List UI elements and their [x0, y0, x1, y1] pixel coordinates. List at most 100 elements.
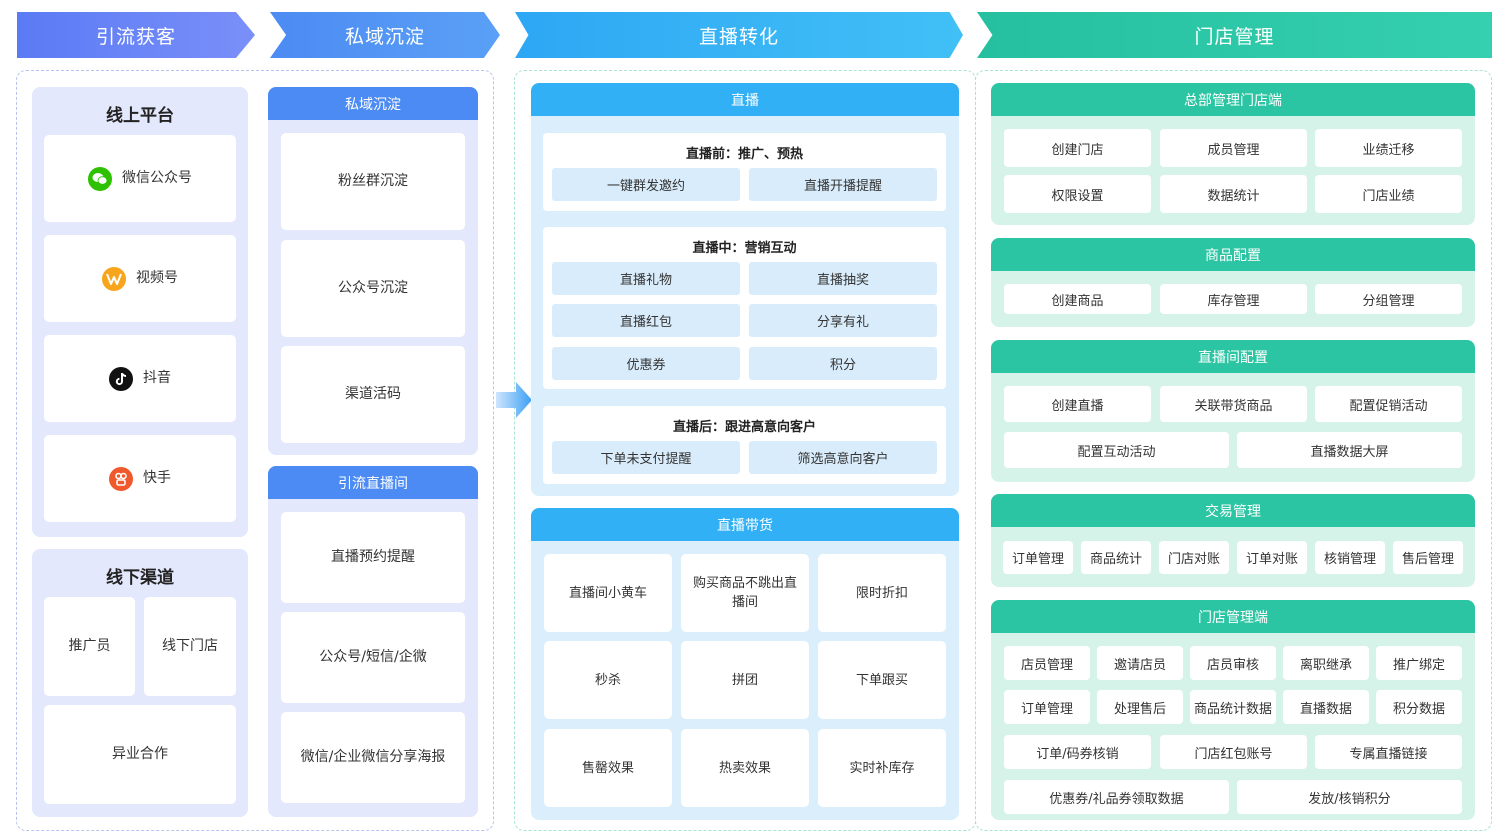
chip-label: 下单未支付提醒 [600, 452, 692, 467]
sales-item-label: 购买商品不跳出直播间 [693, 576, 798, 610]
live-chip[interactable]: 筛选高意向客户 [749, 441, 937, 474]
store-item[interactable]: 推广绑定 [1376, 646, 1462, 680]
guide-item[interactable]: 直播预约提醒 [281, 512, 465, 603]
store-item[interactable]: 积分数据 [1376, 690, 1462, 724]
trade-item-label: 门店对账 [1167, 552, 1220, 567]
store-item[interactable]: 专属直播链接 [1315, 735, 1462, 769]
store-item[interactable]: 门店红包账号 [1160, 735, 1307, 769]
store-item[interactable]: 订单管理 [1004, 690, 1090, 724]
store-item[interactable]: 发放/核销积分 [1237, 780, 1462, 814]
platform-douyin[interactable]: 抖音 [44, 335, 236, 422]
room-item[interactable]: 配置互动活动 [1004, 432, 1229, 468]
goods-panel: 商品配置 创建商品 库存管理 分组管理 [991, 238, 1475, 327]
guide-live-title: 引流直播间 [268, 466, 478, 499]
trade-title: 交易管理 [991, 494, 1475, 527]
sales-item[interactable]: 购买商品不跳出直播间 [681, 554, 809, 632]
room-item-label: 配置互动活动 [1077, 444, 1156, 460]
store-item[interactable]: 店员审核 [1190, 646, 1276, 680]
platform-label: 视频号 [136, 270, 178, 286]
hq-item[interactable]: 权限设置 [1004, 175, 1151, 213]
live-sales-panel: 直播带货 直播间小黄车 购买商品不跳出直播间 限时折扣 秒杀 拼团 下单跟买 售… [531, 508, 959, 820]
hq-item[interactable]: 创建门店 [1004, 129, 1151, 167]
platform-kuaishou[interactable]: 快手 [44, 435, 236, 522]
sales-item-label: 拼团 [731, 672, 758, 688]
sales-item[interactable]: 热卖效果 [681, 729, 809, 807]
sales-item[interactable]: 售罄效果 [544, 729, 672, 807]
private-item[interactable]: 渠道活码 [281, 346, 465, 443]
room-item[interactable]: 直播数据大屏 [1237, 432, 1462, 468]
sales-item[interactable]: 秒杀 [544, 641, 672, 719]
store-item-label: 门店红包账号 [1194, 746, 1273, 762]
header-store-management: 门店管理 [977, 12, 1492, 58]
sales-item[interactable]: 下单跟买 [818, 641, 946, 719]
trade-item[interactable]: 订单对账 [1237, 541, 1307, 574]
room-item[interactable]: 关联带货商品 [1160, 386, 1307, 422]
live-chip[interactable]: 直播红包 [552, 304, 740, 337]
trade-item[interactable]: 售后管理 [1393, 541, 1463, 574]
channel-cross-industry[interactable]: 异业合作 [44, 705, 236, 804]
live-chip[interactable]: 一键群发邀约 [552, 168, 740, 201]
goods-item[interactable]: 创建商品 [1004, 284, 1151, 314]
store-item[interactable]: 直播数据 [1283, 690, 1369, 724]
platform-channels[interactable]: 视频号 [44, 235, 236, 322]
guide-live-panel: 引流直播间 直播预约提醒 公众号/短信/企微 微信/企业微信分享海报 [268, 466, 478, 817]
hq-item-label: 数据统计 [1207, 188, 1260, 204]
live-chip[interactable]: 下单未支付提醒 [552, 441, 740, 474]
live-chip[interactable]: 积分 [749, 347, 937, 380]
chip-label: 直播开播提醒 [803, 179, 882, 194]
channel-label: 异业合作 [112, 746, 168, 762]
trade-item-label: 核销管理 [1323, 552, 1376, 567]
private-item-label: 粉丝群沉淀 [338, 173, 408, 189]
store-item[interactable]: 优惠券/礼品券领取数据 [1004, 780, 1229, 814]
store-item[interactable]: 离职继承 [1283, 646, 1369, 680]
header-label: 私域沉淀 [344, 25, 425, 48]
private-item[interactable]: 公众号沉淀 [281, 240, 465, 337]
channel-promoter[interactable]: 推广员 [44, 597, 135, 696]
goods-item[interactable]: 分组管理 [1315, 284, 1462, 314]
sales-item[interactable]: 实时补库存 [818, 729, 946, 807]
sales-item[interactable]: 限时折扣 [818, 554, 946, 632]
live-during-section: 直播中：营销互动 直播礼物 直播抽奖 直播红包 分享有礼 优惠券 积分 [543, 227, 946, 389]
chip-label: 直播抽奖 [816, 273, 869, 288]
header-lead-acquisition: 引流获客 [17, 12, 255, 58]
store-title: 门店管理端 [991, 600, 1475, 633]
room-item[interactable]: 创建直播 [1004, 386, 1151, 422]
trade-item-label: 订单对账 [1245, 552, 1298, 567]
offline-channels-panel: 线下渠道 推广员 线下门店 异业合作 [32, 549, 248, 817]
private-domain-title: 私域沉淀 [268, 87, 478, 120]
live-chip[interactable]: 分享有礼 [749, 304, 937, 337]
store-item[interactable]: 处理售后 [1097, 690, 1183, 724]
sales-item[interactable]: 直播间小黄车 [544, 554, 672, 632]
guide-item[interactable]: 公众号/短信/企微 [281, 612, 465, 703]
trade-item[interactable]: 商品统计 [1081, 541, 1151, 574]
store-item[interactable]: 商品统计数据 [1190, 690, 1276, 724]
goods-item[interactable]: 库存管理 [1160, 284, 1307, 314]
store-item-label: 店员审核 [1206, 657, 1259, 673]
private-item[interactable]: 粉丝群沉淀 [281, 133, 465, 230]
trade-item[interactable]: 核销管理 [1315, 541, 1385, 574]
platform-wechat-oa[interactable]: 微信公众号 [44, 135, 236, 222]
hq-item[interactable]: 成员管理 [1160, 129, 1307, 167]
store-item[interactable]: 店员管理 [1004, 646, 1090, 680]
room-item[interactable]: 配置促销活动 [1315, 386, 1462, 422]
hq-item[interactable]: 数据统计 [1160, 175, 1307, 213]
trade-item-label: 商品统计 [1089, 552, 1142, 567]
live-chip[interactable]: 直播抽奖 [749, 262, 937, 295]
sales-item[interactable]: 拼团 [681, 641, 809, 719]
live-chip[interactable]: 直播开播提醒 [749, 168, 937, 201]
header-label: 直播转化 [698, 25, 779, 48]
guide-item[interactable]: 微信/企业微信分享海报 [281, 712, 465, 803]
store-item-label: 店员管理 [1020, 657, 1073, 673]
store-item[interactable]: 订单/码券核销 [1004, 735, 1151, 769]
live-chip[interactable]: 直播礼物 [552, 262, 740, 295]
header-label: 门店管理 [1194, 25, 1275, 48]
channel-offline-store[interactable]: 线下门店 [144, 597, 236, 696]
live-chip[interactable]: 优惠券 [552, 347, 740, 380]
hq-item[interactable]: 业绩迁移 [1315, 129, 1462, 167]
store-item[interactable]: 邀请店员 [1097, 646, 1183, 680]
trade-item[interactable]: 门店对账 [1159, 541, 1229, 574]
live-panel: 直播 直播前：推广、预热 一键群发邀约 直播开播提醒 直播中：营销互动 直播礼物… [531, 83, 959, 496]
trade-item[interactable]: 订单管理 [1003, 541, 1073, 574]
live-before-section: 直播前：推广、预热 一键群发邀约 直播开播提醒 [543, 133, 946, 211]
hq-item[interactable]: 门店业绩 [1315, 175, 1462, 213]
